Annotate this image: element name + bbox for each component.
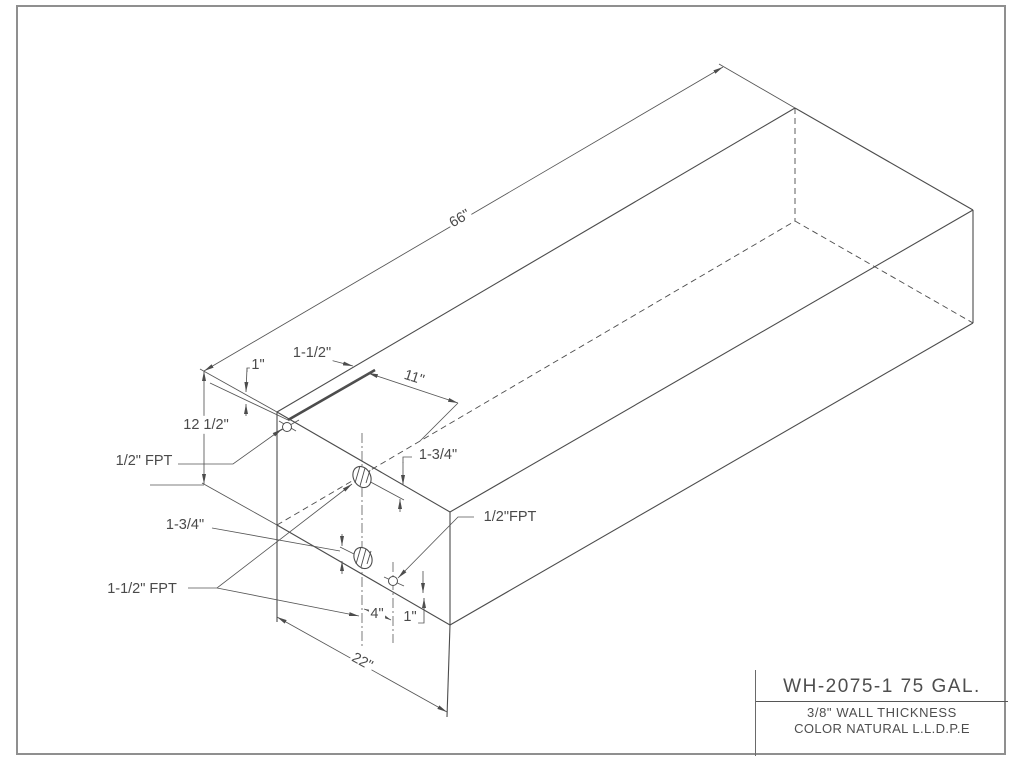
fitting-hatch bbox=[366, 550, 372, 565]
fitting-1-2-fpt-front bbox=[388, 576, 398, 586]
tank-edge bbox=[449, 322, 974, 626]
dim-label-66: 66" bbox=[444, 204, 475, 233]
tank-edge bbox=[449, 209, 974, 513]
fitting-hatch bbox=[355, 546, 362, 565]
material-color-note: COLOR NATURAL L.L.D.P.E bbox=[794, 721, 970, 736]
leader-1-1-2-strip bbox=[329, 359, 354, 367]
leader-half-fpt-front bbox=[397, 516, 474, 579]
label-mask bbox=[114, 451, 175, 470]
fitting-hatch bbox=[354, 465, 361, 484]
fitting-1-1-2-fpt-lower bbox=[353, 546, 373, 570]
extension-line bbox=[201, 482, 278, 526]
label-mask bbox=[181, 415, 231, 434]
dim-label-22: 22" bbox=[347, 648, 378, 676]
dim-label-1-1-2: 1-1/2" bbox=[291, 343, 333, 362]
extension-line bbox=[718, 63, 796, 109]
label-mask bbox=[164, 515, 206, 534]
label-mask bbox=[291, 343, 333, 362]
dim-bracket bbox=[402, 456, 412, 463]
wall-thickness-note: 3/8" WALL THICKNESS bbox=[807, 705, 957, 720]
dim-label-1-3-4-left-text: 1-3/4" bbox=[166, 517, 204, 533]
title-block-separator bbox=[755, 670, 756, 756]
dim-line-11 bbox=[367, 372, 459, 404]
label-mask bbox=[417, 445, 459, 464]
seam-line bbox=[287, 368, 376, 422]
dim-label-1-3-4-right: 1-3/4" bbox=[417, 445, 459, 464]
tank-edge bbox=[276, 107, 796, 413]
label-mask bbox=[482, 507, 538, 526]
dim-label-1-3-4-left: 1-3/4" bbox=[164, 515, 206, 534]
dim-label-1-top-text: 1" bbox=[251, 357, 264, 373]
title-block: WH-2075-1 75 GAL. 3/8" WALL THICKNESS CO… bbox=[755, 670, 1008, 756]
dim-arrow bbox=[381, 613, 392, 621]
label-mask bbox=[249, 355, 267, 374]
label-mask bbox=[400, 365, 428, 390]
dim-label-12-1-2: 12 1/2" bbox=[181, 415, 231, 434]
fitting-1-2-fpt-top bbox=[282, 422, 292, 432]
label-mask bbox=[347, 648, 378, 676]
dim-label-66-text: 66" bbox=[447, 207, 473, 232]
callout-1-2-fpt-top: 1/2" FPT bbox=[114, 451, 175, 470]
callout-1-2-fpt-front: 1/2"FPT bbox=[482, 507, 538, 526]
tank-edge bbox=[446, 624, 451, 718]
tank-edge bbox=[276, 524, 451, 626]
dim-label-11-text: 11" bbox=[402, 367, 426, 388]
dim-label-1-top: 1" bbox=[249, 355, 267, 374]
extension-line bbox=[364, 478, 405, 501]
dim-label-1-3-4-right-text: 1-3/4" bbox=[419, 447, 457, 463]
fitting-hatch bbox=[359, 467, 366, 487]
part-number: WH-2075-1 75 GAL. bbox=[756, 676, 1008, 702]
leader-1-1-2-fpt-upper bbox=[188, 483, 353, 589]
fitting-hatch bbox=[365, 469, 371, 484]
callout-1-2-fpt-front-text: 1/2"FPT bbox=[484, 509, 537, 525]
extension-line bbox=[209, 382, 289, 421]
label-mask bbox=[444, 204, 475, 233]
callout-1-2-fpt-top-text: 1/2" FPT bbox=[116, 453, 173, 469]
dim-label-12-1-2-text: 12 1/2" bbox=[183, 417, 228, 433]
extension-line bbox=[199, 368, 278, 413]
tank-edge bbox=[276, 411, 451, 513]
dim-label-22-text: 22" bbox=[349, 650, 375, 674]
label-mask bbox=[105, 579, 179, 598]
dim-label-1-1-2-text: 1-1/2" bbox=[293, 345, 331, 361]
callout-1-1-2-fpt: 1-1/2" FPT bbox=[105, 579, 179, 598]
dim-label-1-bottom-text: 1" bbox=[403, 609, 416, 625]
fitting-1-1-2-fpt-upper bbox=[352, 465, 372, 489]
dim-label-1-bottom: 1" bbox=[401, 607, 419, 626]
page-border bbox=[16, 5, 1006, 755]
label-mask bbox=[368, 604, 386, 623]
dim-label-4: 4" bbox=[368, 604, 386, 623]
leader-half-fpt-top bbox=[178, 428, 283, 465]
extension-line bbox=[419, 402, 459, 442]
extension-line bbox=[211, 527, 341, 552]
dim-label-11: 11" bbox=[400, 365, 428, 390]
label-mask bbox=[401, 607, 419, 626]
extension-line bbox=[340, 370, 373, 390]
callout-1-1-2-fpt-text: 1-1/2" FPT bbox=[107, 581, 177, 597]
hidden-edge bbox=[794, 220, 974, 324]
tank-edge bbox=[794, 107, 974, 211]
dim-label-4-text: 4" bbox=[370, 606, 383, 622]
leader-1-1-2-fpt-lower bbox=[216, 587, 360, 617]
fitting-hatch bbox=[360, 548, 367, 568]
